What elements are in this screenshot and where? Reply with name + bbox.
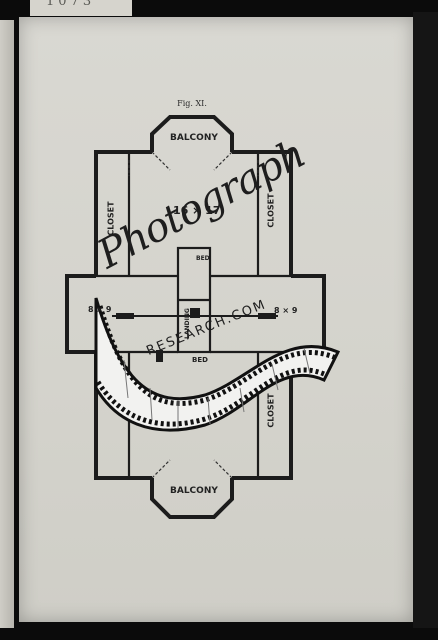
film-frame-line-4 [207,397,211,425]
corner-marking: 1073 [46,0,96,9]
film-sprocket-bottom [95,367,325,427]
bed-upper-label: BED [196,255,210,262]
closet-right-bottom-label: CLOSET [266,393,276,428]
door-swing-3 [151,459,171,479]
bed-lower-label: BED [192,356,208,364]
balcony-bottom-outline [150,478,234,519]
outer-wall-top-left [94,150,152,276]
film-frame-line-6 [271,363,279,391]
door-swing-2 [213,151,233,171]
film-frame-line-7 [303,347,311,375]
room-right-label: 8 × 9 [274,306,298,315]
room-left-label: 8 × 9 [88,305,112,314]
film-sprocket-top [97,305,337,406]
film-frame-line-2 [149,387,153,421]
outer-wall-top-right [232,150,293,276]
top-tab: 1073 [30,0,132,16]
film-frame-line-5 [239,387,245,413]
left-wing [65,274,96,354]
film-strip-watermark [94,297,341,432]
door-swing-4 [213,459,233,479]
post-center [190,308,200,318]
balcony-top-outline [150,115,234,152]
balcony-top-label: BALCONY [170,133,218,143]
balcony-bottom-label: BALCONY [170,486,218,496]
adjacent-page-strip [0,20,14,628]
closet-right-top-label: CLOSET [266,193,276,228]
figure-label: Fig. XI. [177,99,207,108]
post-1 [156,350,163,362]
scan-edge-shadow [413,12,438,628]
film-frame-line-1 [123,359,129,399]
main-room-label: 16 × 17 [173,204,221,217]
outer-wall-bottom-left [94,352,152,480]
outer-wall-bottom-right [232,352,293,480]
door-swing-1 [151,151,171,171]
